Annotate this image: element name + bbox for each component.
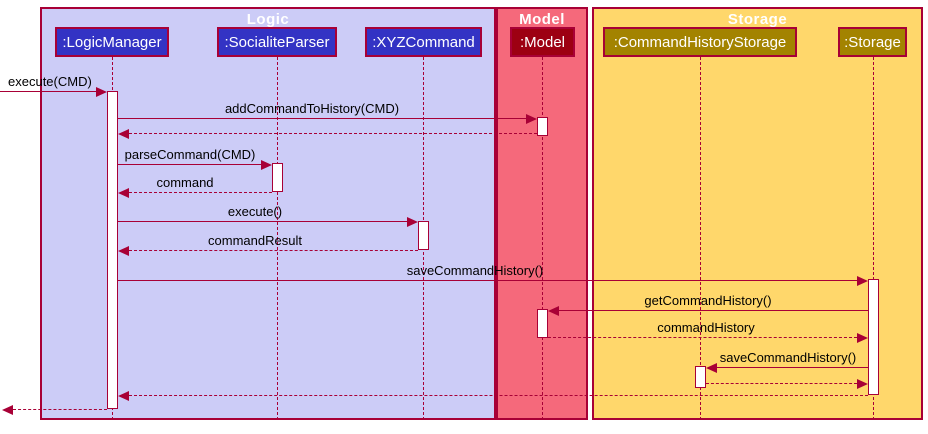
activation-model-2 (537, 309, 548, 338)
message-9-arrowhead-icon (857, 333, 868, 343)
activation-storage (868, 279, 879, 395)
message-5-arrowhead-icon (407, 217, 418, 227)
message-4-arrowhead-icon (118, 188, 129, 198)
message-5-label: execute() (227, 204, 283, 219)
message-4-label: command (156, 175, 214, 190)
message-0-label: execute(CMD) (8, 74, 92, 89)
message-5-line (118, 221, 407, 222)
activation-xyzcommand (418, 221, 429, 250)
participant-socialiteparser: :SocialiteParser (217, 27, 337, 57)
message-11-arrowhead-icon (857, 379, 868, 389)
message-3-arrowhead-icon (261, 160, 272, 170)
message-7-line (118, 280, 857, 281)
activation-model-1 (537, 117, 548, 136)
message-9-line (548, 337, 857, 338)
lifeline-socialiteparser (277, 57, 278, 420)
frame-logic-title: Logic (246, 11, 290, 28)
message-10-line (717, 367, 868, 368)
message-3-line (118, 164, 261, 165)
participant-storage: :Storage (838, 27, 907, 57)
message-13-arrowhead-icon (2, 405, 13, 415)
participant-model: :Model (510, 27, 575, 57)
message-1-arrowhead-icon (526, 114, 537, 124)
message-2-arrowhead-icon (118, 129, 129, 139)
message-7-label: saveCommandHistory() (406, 263, 544, 278)
lifeline-commandhistorystorage (700, 57, 701, 420)
message-8-arrowhead-icon (548, 306, 559, 316)
message-9-label: commandHistory (657, 320, 755, 335)
message-13-line (13, 409, 107, 410)
activation-commandhistorystorage (695, 366, 706, 388)
message-0-arrowhead-icon (96, 87, 107, 97)
activation-socialiteparser (272, 163, 283, 192)
message-10-arrowhead-icon (706, 363, 717, 373)
participant-xyzcommand: :XYZCommand (365, 27, 482, 57)
frame-storage: Storage (592, 7, 923, 420)
message-2-line (129, 133, 537, 134)
lifeline-storage (873, 57, 874, 420)
message-6-line (129, 250, 418, 251)
message-0-line (0, 91, 96, 92)
lifeline-model (542, 57, 543, 420)
message-4-line (129, 192, 272, 193)
participant-commandhistorystorage: :CommandHistoryStorage (603, 27, 797, 57)
message-12-arrowhead-icon (118, 391, 129, 401)
message-1-label: addCommandToHistory(CMD) (224, 101, 400, 116)
message-6-label: commandResult (208, 233, 302, 248)
frame-storage-title: Storage (727, 11, 788, 28)
message-8-label: getCommandHistory() (644, 293, 772, 308)
participant-logicmanager: :LogicManager (55, 27, 169, 57)
activation-logicmanager (107, 91, 118, 409)
frame-model-title: Model (519, 11, 565, 28)
message-3-label: parseCommand(CMD) (124, 147, 256, 162)
message-8-line (559, 310, 868, 311)
message-1-line (118, 118, 526, 119)
message-10-label: saveCommandHistory() (719, 350, 857, 365)
message-11-line (706, 383, 857, 384)
message-7-arrowhead-icon (857, 276, 868, 286)
message-6-arrowhead-icon (118, 246, 129, 256)
message-12-line (129, 395, 868, 396)
